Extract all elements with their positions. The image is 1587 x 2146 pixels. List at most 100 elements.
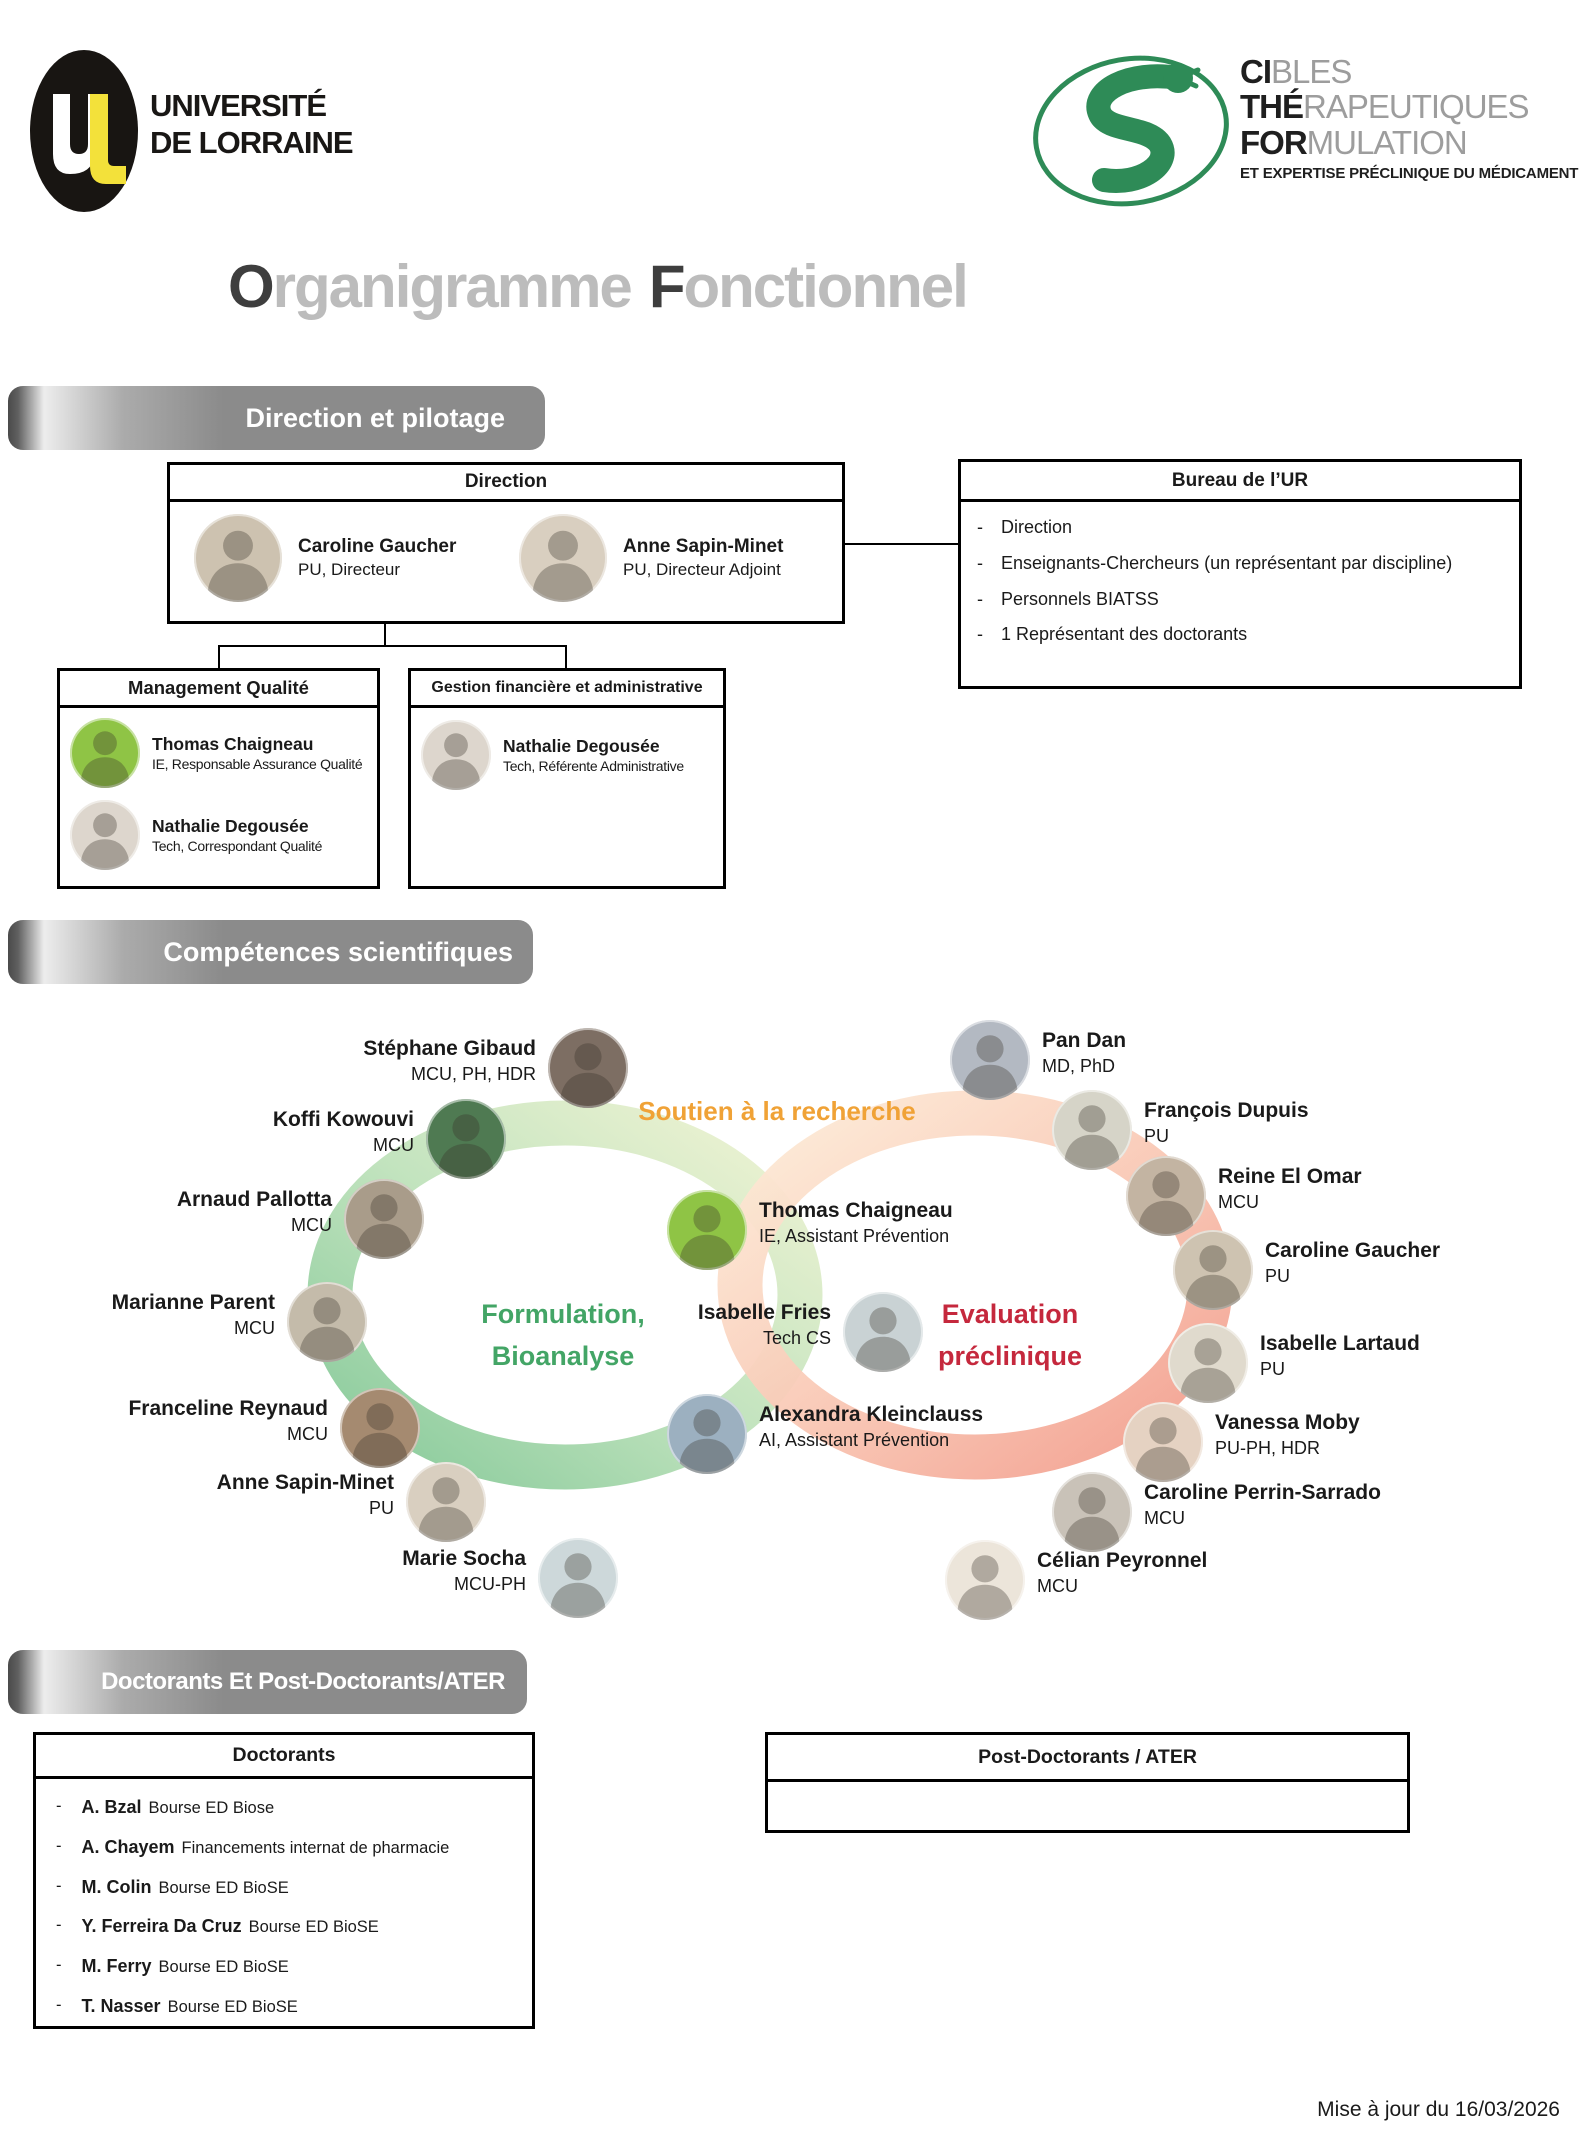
- doctorant-name: Y. Ferreira Da Cruz: [81, 1916, 242, 1937]
- person-photo-icon: [843, 1292, 923, 1372]
- gestion-financiere-box-title: Gestion financière et administrative: [411, 671, 723, 708]
- section-banner-phd: Doctorants Et Post-Doctorants/ATER: [8, 1650, 527, 1714]
- person-photo-icon: [1126, 1156, 1206, 1236]
- bullet-dash: -: [56, 1876, 62, 1895]
- person-name: Reine El Omar: [1218, 1165, 1362, 1188]
- label-evaluation-line2: préclinique: [937, 1340, 1083, 1371]
- person-role: MCU: [373, 1135, 414, 1156]
- person-role: MCU: [287, 1424, 328, 1445]
- person-photo-icon: [1052, 1472, 1132, 1552]
- bullet-dash: -: [56, 1956, 62, 1975]
- cithefor-line-1: CIBLES: [1240, 54, 1540, 89]
- ul-wordmark-line2: DE LORRAINE: [150, 124, 354, 160]
- person-name: Pan Dan: [1042, 1029, 1127, 1052]
- person-name: Anne Sapin-Minet: [623, 535, 784, 557]
- bureau-item: -Enseignants-Chercheurs (un représentant…: [977, 552, 1507, 576]
- ul-logo-wordmark: UNIVERSITÉ DE LORRAINE: [150, 88, 354, 161]
- bullet-dash: -: [56, 1836, 62, 1855]
- bullet-dash: -: [977, 552, 983, 573]
- person-role: PU, Directeur: [298, 560, 401, 580]
- gestion-financiere-box: Gestion financière et administrative Nat…: [408, 668, 726, 889]
- person-name: Caroline Gaucher: [298, 535, 457, 557]
- person-role: MCU: [1218, 1192, 1259, 1213]
- bureau-ur-box: Bureau de l’UR -Direction-Enseignants-Ch…: [958, 459, 1522, 689]
- direction-box-title: Direction: [170, 465, 842, 502]
- cithefor-line2-bold: THÉ: [1240, 88, 1304, 126]
- bullet-dash: -: [977, 588, 983, 609]
- doctorant-name: A. Bzal: [81, 1797, 142, 1817]
- person-role: Tech, Référente Administrative: [503, 758, 684, 775]
- bureau-item-text: Direction: [1001, 517, 1073, 537]
- person-role: PU: [1265, 1266, 1291, 1287]
- bureau-item: -Direction: [977, 516, 1507, 540]
- person-role: AI, Assistant Prévention: [759, 1430, 950, 1451]
- label-formulation-line2: Bioanalyse: [491, 1340, 635, 1371]
- person-photo-icon: [406, 1462, 486, 1542]
- cithefor-logo: CIBLES THÉRAPEUTIQUES FORMULATION ET EXP…: [1028, 46, 1578, 211]
- person-role: PU: [1260, 1359, 1286, 1380]
- bullet-dash: -: [56, 1916, 62, 1935]
- bureau-item: -Personnels BIATSS: [977, 588, 1507, 612]
- person-name: Nathalie Degousée: [152, 815, 309, 836]
- person-role: IE, Responsable Assurance Qualité: [152, 756, 363, 773]
- bureau-item: -1 Représentant des doctorants: [977, 623, 1507, 647]
- person-name: Stéphane Gibaud: [363, 1037, 536, 1060]
- person-role: MCU: [1037, 1576, 1078, 1597]
- cithefor-line1-light: BLES: [1271, 53, 1352, 90]
- person-photo-icon: [1052, 1090, 1132, 1170]
- connector-horizontal-bar: [218, 645, 567, 647]
- person-name: Thomas Chaigneau: [759, 1199, 953, 1222]
- bureau-ur-box-title: Bureau de l’UR: [961, 462, 1519, 502]
- title-bold-o: O: [228, 253, 275, 320]
- bureau-item-text: Personnels BIATSS: [1001, 588, 1159, 609]
- postdoc-ater-box: Post-Doctorants / ATER: [765, 1732, 1410, 1833]
- person-photo-icon: [426, 1099, 506, 1179]
- doctorant-detail: Bourse ED BioSE: [158, 1958, 289, 1977]
- person-role: PU: [1144, 1126, 1170, 1147]
- person-photo-icon: [538, 1538, 618, 1618]
- doctorant-detail: Bourse ED BioSE: [158, 1878, 289, 1897]
- person-name: Vanessa Moby: [1215, 1411, 1360, 1434]
- label-evaluation-line1: Evaluation: [941, 1299, 1079, 1329]
- connector-drop-finance: [565, 645, 567, 668]
- bureau-item-text: 1 Représentant des doctorants: [1001, 624, 1248, 645]
- person-name: Alexandra Kleinclauss: [759, 1403, 984, 1426]
- person-name: Isabelle Fries: [697, 1301, 831, 1324]
- person-role: MCU: [291, 1215, 332, 1236]
- label-soutien-recherche: Soutien à la recherche: [638, 1096, 916, 1126]
- doctorant-detail: Financements internat de pharmacie: [181, 1838, 450, 1857]
- cithefor-snake-icon: [1033, 55, 1229, 207]
- person-role: MCU: [234, 1318, 275, 1339]
- person-photo-icon: [194, 514, 282, 602]
- person-photo-icon: [421, 720, 491, 790]
- person-photo-icon: [340, 1388, 420, 1468]
- cithefor-wordmark: CIBLES THÉRAPEUTIQUES FORMULATION ET EXP…: [1240, 54, 1578, 182]
